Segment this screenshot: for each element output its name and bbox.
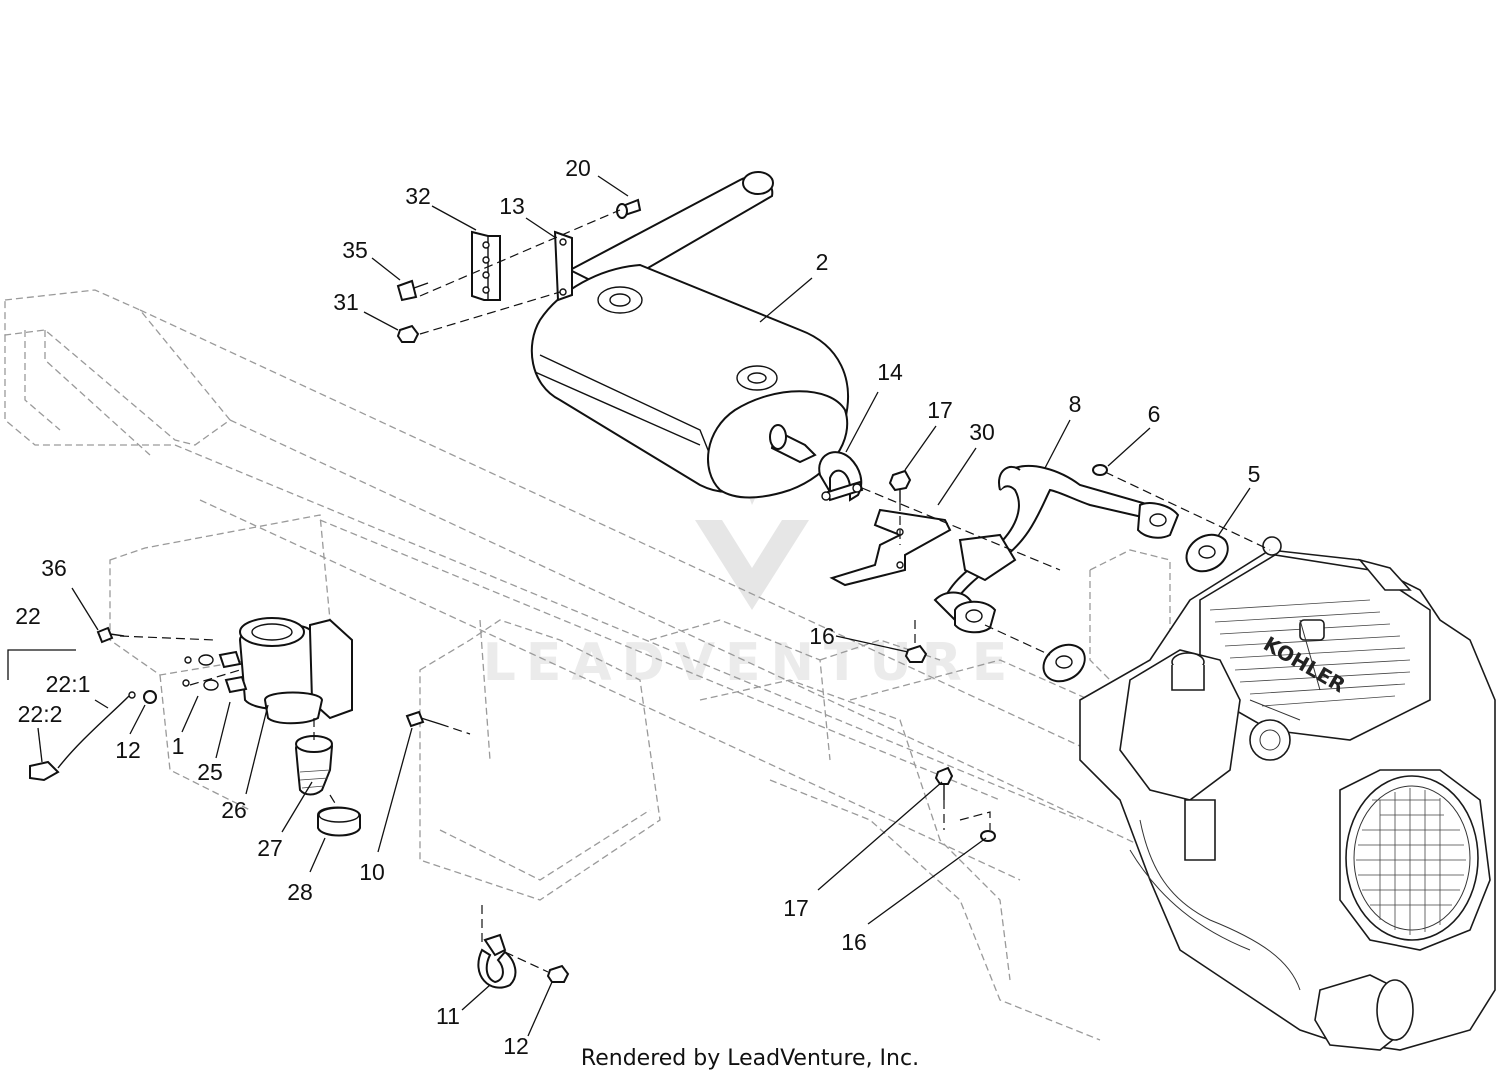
callout-20: 20 xyxy=(565,155,591,181)
bolt-35 xyxy=(396,279,429,302)
muffler-clamp-14 xyxy=(818,451,864,502)
bolt-20 xyxy=(616,198,642,219)
screw-36 xyxy=(96,626,125,644)
nut-31 xyxy=(396,324,420,343)
hardware-1-25 xyxy=(182,650,248,694)
filter-assembly-26 xyxy=(238,617,353,725)
callout-5: 5 xyxy=(1248,461,1261,487)
callout-12-left: 12 xyxy=(115,737,141,763)
callout-35: 35 xyxy=(342,237,368,263)
spacer-plate-32 xyxy=(471,230,501,301)
bolt-17-upper xyxy=(888,469,912,502)
nut-12-lower xyxy=(546,964,570,983)
bolt-10 xyxy=(405,710,441,728)
leader-lines xyxy=(7,175,1251,1037)
muffler xyxy=(530,171,849,499)
gasket-lower xyxy=(1042,643,1086,683)
render-credit: Rendered by LeadVenture, Inc. xyxy=(0,1046,1500,1071)
wire-harness-22 xyxy=(29,690,157,782)
assembly-lines xyxy=(119,209,1271,973)
callout-12-lower: 12 xyxy=(503,1033,529,1059)
callout-1: 1 xyxy=(172,733,185,759)
callout-16-lower: 16 xyxy=(841,929,867,955)
bolt-17-lower xyxy=(934,766,954,800)
nut-16-upper xyxy=(904,644,928,663)
muffler-bracket-13 xyxy=(553,230,573,302)
callout-22-1: 22:1 xyxy=(46,671,91,697)
callout-8: 8 xyxy=(1069,391,1082,417)
callout-2: 2 xyxy=(816,249,829,275)
callout-22-2: 22:2 xyxy=(18,701,63,727)
callout-22: 22 xyxy=(15,603,41,629)
callout-25: 25 xyxy=(197,759,223,785)
callout-11: 11 xyxy=(436,1003,460,1029)
callout-16-upper: 16 xyxy=(809,623,835,649)
band-clamp-11 xyxy=(477,933,517,989)
callout-27: 27 xyxy=(257,835,283,861)
callout-13: 13 xyxy=(499,193,525,219)
callout-31: 31 xyxy=(333,289,359,315)
callout-26: 26 xyxy=(221,797,247,823)
washer-6 xyxy=(1092,464,1108,476)
exhaust-bracket-30 xyxy=(829,508,952,587)
callout-17-upper: 17 xyxy=(927,397,953,423)
adapter-27 xyxy=(294,735,334,796)
gasket-5 xyxy=(1185,533,1229,573)
exhaust-pipe-8 xyxy=(933,465,1180,634)
callout-28: 28 xyxy=(287,879,313,905)
callout-labels: 20 32 13 35 2 31 14 17 30 8 6 5 36 22 22… xyxy=(15,155,1260,1059)
callout-14: 14 xyxy=(877,359,903,385)
callout-17-lower: 17 xyxy=(783,895,809,921)
callout-36: 36 xyxy=(41,555,67,581)
engine-assembly: KOHLER xyxy=(1079,536,1496,1051)
callout-10: 10 xyxy=(359,859,385,885)
callout-6: 6 xyxy=(1148,401,1161,427)
callout-32: 32 xyxy=(405,183,431,209)
callout-30: 30 xyxy=(969,419,995,445)
render-credit-text: Rendered by LeadVenture, Inc. xyxy=(580,1046,920,1071)
clamp-28 xyxy=(317,806,361,837)
